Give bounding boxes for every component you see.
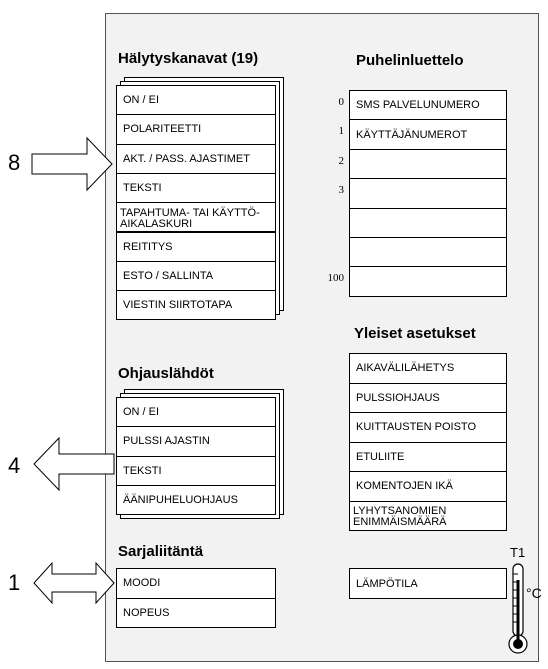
phonebook-entry-5[interactable] (349, 237, 507, 268)
serial-setting-item-0[interactable]: MOODI (116, 568, 276, 599)
inputs-count-label: 8 (8, 150, 21, 175)
serial-count-label: 1 (8, 570, 21, 595)
alarm-channels-title: Hälytyskanavat (19) (118, 50, 259, 67)
general-setting-item-3[interactable]: ETULIITE (349, 441, 507, 472)
outputs-count-label: 4 (8, 453, 21, 478)
phonebook-entry-1[interactable]: KÄYTTÄJÄNUMEROT (349, 119, 507, 150)
phonebook-index: 3 (338, 184, 345, 197)
temperature-setting[interactable]: LÄMPÖTILA (349, 568, 507, 599)
alarm-channel-item-1[interactable]: POLARITEETTI (116, 114, 276, 145)
phonebook-index: 2 (338, 154, 345, 167)
control-output-item-0[interactable]: ON / EI (116, 397, 276, 428)
general-setting-item-1[interactable]: PULSSIOHJAUS (349, 382, 507, 413)
general-setting-item-4[interactable]: KOMENTOJEN IKÄ (349, 471, 507, 502)
general-setting-item-0[interactable]: AIKAVÄLILÄHETYS (349, 353, 507, 384)
serial-setting-item-1[interactable]: NOPEUS (116, 597, 276, 628)
control-output-item-1[interactable]: PULSSI AJASTIN (116, 426, 276, 457)
general-setting-item-2[interactable]: KUITTAUSTEN POISTO (349, 412, 507, 443)
phonebook-entry-2[interactable] (349, 148, 507, 180)
temperature-unit: °C (526, 585, 542, 601)
phonebook-entry-6[interactable] (349, 266, 507, 297)
alarm-channel-item-6[interactable]: ESTO / SALLINTA (116, 260, 276, 292)
alarm-channel-item-3[interactable]: TEKSTI (116, 172, 276, 204)
phonebook-index: 0 (338, 96, 345, 108)
alarm-channel-item-5[interactable]: REITITYS (116, 231, 276, 262)
control-outputs-title: Ohjauslähdöt (118, 365, 214, 382)
phonebook-title: Puhelinluettelo (356, 52, 464, 69)
double-arrow-icon (33, 561, 115, 605)
general-settings-title: Yleiset asetukset (354, 325, 476, 342)
arrow-left-icon (33, 436, 115, 492)
phonebook-index: 1 (338, 125, 345, 138)
phonebook-index: 100 (327, 272, 345, 285)
thermometer-icon (508, 563, 528, 654)
alarm-channel-item-7[interactable]: VIESTIN SIIRTOTAPA (116, 290, 276, 321)
control-output-item-2[interactable]: TEKSTI (116, 455, 276, 486)
sensor-label: T1 (510, 545, 526, 560)
control-output-item-3[interactable]: ÄÄNIPUHELUOHJAUS (116, 484, 276, 516)
alarm-channel-item-0[interactable]: ON / EI (116, 85, 276, 116)
arrow-right-icon (31, 136, 113, 192)
serial-port-title: Sarjaliitäntä (118, 543, 204, 560)
alarm-channel-item-4[interactable]: TAPAHTUMA- TAI KÄYTTÖ-AIKALASKURI (116, 202, 276, 233)
phonebook-entry-0[interactable]: SMS PALVELUNUMERO (349, 90, 507, 121)
phonebook-entry-4[interactable] (349, 207, 507, 238)
phonebook-entry-3[interactable] (349, 178, 507, 209)
alarm-channel-item-2[interactable]: AKT. / PASS. AJASTIMET (116, 143, 276, 174)
